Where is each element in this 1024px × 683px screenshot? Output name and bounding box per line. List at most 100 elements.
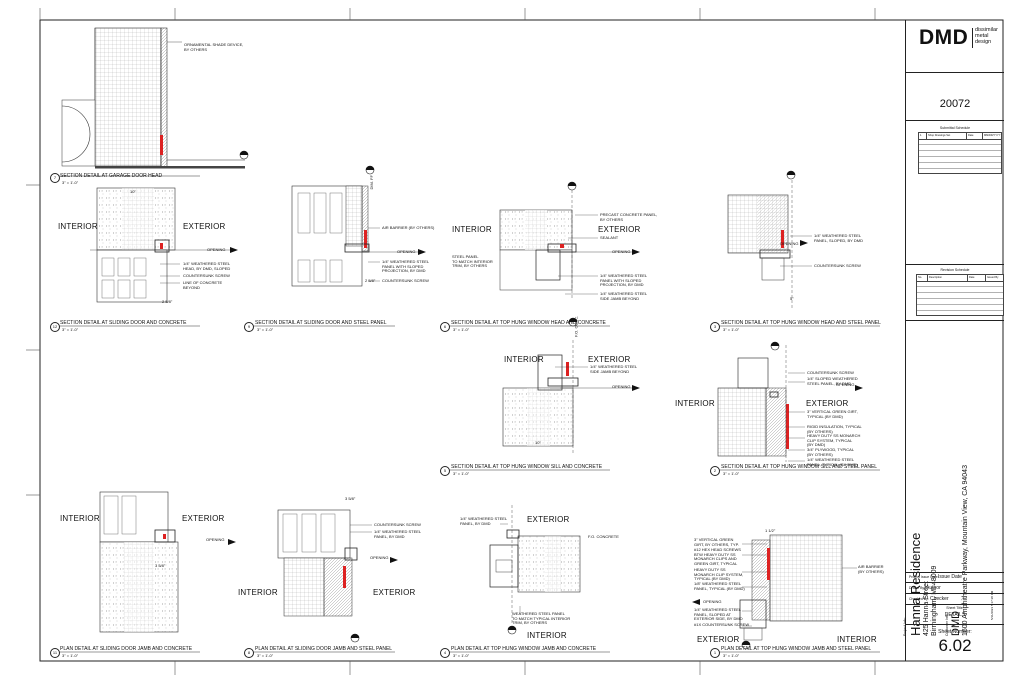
note-d2-girt: 3" VERTICAL GREEN GIRT, TYPICAL (BY DMD) xyxy=(807,409,858,419)
detail-7-bubble[interactable]: 7 xyxy=(50,173,60,183)
d9-opening: OPENING xyxy=(397,249,416,254)
note-d4-trim: WEATHERED STEEL PANEL TO MATCH TYPICAL I… xyxy=(512,611,571,626)
detail-4-bubble[interactable]: 4 xyxy=(440,648,450,658)
dim-258b: 2 5/8" xyxy=(365,278,376,283)
firm-logo: DMD xyxy=(919,26,969,49)
checked-by-value: Checker xyxy=(930,596,949,602)
tb-divider xyxy=(906,624,1004,625)
detail-7-scale: 3" = 1'-0" xyxy=(62,180,79,185)
detail-7-title: SECTION DETAIL AT GARAGE DOOR HEAD xyxy=(60,173,163,179)
detail-9-bubble[interactable]: 9 xyxy=(244,322,254,332)
detail-5-graphic xyxy=(448,340,632,471)
detail-6-bubble[interactable]: 6 xyxy=(440,322,450,332)
note-d2-panel: 1/4" WEATHERED STEEL PANEL, TYPICAL (BY … xyxy=(807,457,858,467)
detail-12-graphic xyxy=(58,187,230,327)
d5-interior: INTERIOR xyxy=(504,355,544,364)
detail-11-bubble[interactable]: 11 xyxy=(50,648,60,658)
note-d4-panel: 1/4" WEATHERED STEEL PANEL, BY DMD xyxy=(460,516,508,526)
revision-col-no: No. xyxy=(917,275,928,281)
d12-opening: OPENING xyxy=(207,247,226,252)
d11-interior: INTERIOR xyxy=(60,514,100,523)
d4-exterior: EXTERIOR xyxy=(527,515,570,524)
detail-1-graphic xyxy=(718,534,880,653)
d6-exterior: EXTERIOR xyxy=(598,225,641,234)
d2-interior: INTERIOR xyxy=(675,399,715,408)
detail-9-graphic xyxy=(252,185,418,327)
tb-divider xyxy=(906,320,1004,321)
submittal-date-label: Date xyxy=(967,133,983,139)
note-d3-screw: COUNTERSUNK SCREW xyxy=(814,263,861,268)
d8-exterior: EXTERIOR xyxy=(373,588,416,597)
note-d9-screw: COUNTERSUNK SCREW xyxy=(382,278,429,283)
detail-12-scale: 3" = 1'-0" xyxy=(62,327,79,332)
detail-2-title: SECTION DETAIL AT TOP HUNG WINDOW SILL A… xyxy=(721,464,878,470)
tb-divider xyxy=(906,604,1004,605)
note-d1-clip: HEAVY DUTY SS MONARCH CLIP SYSTEM, TYPIC… xyxy=(694,567,744,582)
d1-exterior: EXTERIOR xyxy=(697,635,740,644)
detail-6-title: SECTION DETAIL AT TOP HUNG WINDOW HEAD A… xyxy=(451,320,606,326)
detail-9-scale: 3" = 1'-0" xyxy=(257,327,274,332)
detail-11-title: PLAN DETAIL AT SLIDING DOOR JAMB AND CON… xyxy=(60,646,193,652)
revision-col-issued: Issued By xyxy=(987,276,999,279)
detail-1-title: PLAN DETAIL AT TOP HUNG WINDOW JAMB AND … xyxy=(721,646,872,652)
note-d9-panel: 1/4" WEATHERED STEEL PANEL WITH SLOPED P… xyxy=(382,259,430,274)
detail-5-bubble[interactable]: 5 xyxy=(440,466,450,476)
detail-1-bubble[interactable]: 1 xyxy=(710,648,720,658)
note-d1-sloped: 1/4" WEATHERED STEEL PANEL, SLOPED AT EX… xyxy=(694,607,743,622)
d12-interior: INTERIOR xyxy=(58,222,98,231)
note-d6-weathered: 1/4" WEATHERED STEEL PANEL WITH SLOPED P… xyxy=(600,273,648,288)
detail-8-bubble[interactable]: 8 xyxy=(244,648,254,658)
d11-opening: OPENING xyxy=(206,537,225,542)
print-timestamp: 5/11/2023 5:17:38 PM xyxy=(990,590,994,620)
detail-6-graphic xyxy=(448,190,632,327)
sheet-title-label: Sheet Title: xyxy=(946,606,964,610)
detail-8-graphic xyxy=(252,509,395,653)
d8-opening: OPENING xyxy=(370,555,389,560)
note-d6-sealant: SEALANT xyxy=(600,235,619,240)
detail-12-title: SECTION DETAIL AT SLIDING DOOR AND CONCR… xyxy=(60,320,187,326)
note-d5-side: 1/4" WEATHERED STEEL SIDE JAMB BEYOND xyxy=(590,364,638,374)
detail-9-title: SECTION DETAIL AT SLIDING DOOR AND STEEL… xyxy=(255,320,387,326)
note-d6-steelpanel: STEEL PANEL TO MATCH INTERIOR TRIM, BY O… xyxy=(452,254,493,269)
tb-divider xyxy=(906,72,1004,73)
d3-opening: OPENING xyxy=(780,241,799,246)
note-d12-screw: COUNTERSUNK SCREW xyxy=(183,273,230,278)
project-name: Hanna Residence xyxy=(908,532,923,636)
detail-3-graphic xyxy=(718,180,880,327)
note-d1-air: AIR BARRIER (BY OTHERS) xyxy=(858,564,884,574)
detail-2-scale: 3" = 1'-0" xyxy=(723,471,740,476)
issue-date-value: Issue Date xyxy=(938,574,962,580)
note-d2-screw: COUNTERSUNK SCREW xyxy=(807,370,854,375)
note-d8-screw: COUNTERSUNK SCREW xyxy=(374,522,421,527)
detail-3-title: SECTION DETAIL AT TOP HUNG WINDOW HEAD A… xyxy=(721,320,881,326)
checked-by-label: Checked By: xyxy=(909,597,929,601)
tb-divider xyxy=(906,120,1004,121)
customer-address: 1600 Amphitheatre Parkway, Mountain View… xyxy=(962,465,969,636)
d6-interior: INTERIOR xyxy=(452,225,492,234)
detail-5-title: SECTION DETAIL AT TOP HUNG WINDOW SILL A… xyxy=(451,464,603,470)
note-d3-sloped: 1/4" WEATHERED STEEL PANEL, SLOPED, BY D… xyxy=(814,233,863,243)
dim-258: 2 5/8" xyxy=(162,299,173,304)
detail-8-scale: 3" = 1'-0" xyxy=(257,653,274,658)
note-d6-precast: PRECAST CONCRETE PANEL, BY OTHERS xyxy=(600,212,658,222)
detail-12-bubble[interactable]: 12 xyxy=(50,322,60,332)
tb-divider xyxy=(906,572,1004,573)
submittal-no: 1 xyxy=(919,133,927,139)
tb-divider xyxy=(906,593,1004,594)
detail-4-scale: 3" = 1'-0" xyxy=(453,653,470,658)
detail-2-bubble[interactable]: 2 xyxy=(710,466,720,476)
dim-112: 1 1/2" xyxy=(765,528,776,533)
note-d9-air: AIR BARRIER (BY OTHERS) xyxy=(382,225,435,230)
title-block: DMD dissimilar metal design 20072 Submit… xyxy=(903,20,1004,661)
detail-6-scale: 3" = 1'-0" xyxy=(453,327,470,332)
d4-interior: INTERIOR xyxy=(527,631,567,640)
detail-7-graphic xyxy=(58,27,245,177)
note-d2-clip: HEAVY DUTY SS MONARCH CLIP SYSTEM, TYPIC… xyxy=(807,433,861,448)
logo-divider xyxy=(972,28,973,48)
submittal-title: Submittal Schedule xyxy=(939,126,971,130)
drawn-by-label: Drawn By: xyxy=(909,586,926,590)
detail-3-bubble[interactable]: 3 xyxy=(710,322,720,332)
note-d2-rigid: RIGID INSULATION, TYPICAL (BY OTHERS) xyxy=(807,424,862,434)
detail-5-scale: 3" = 1'-0" xyxy=(453,471,470,476)
